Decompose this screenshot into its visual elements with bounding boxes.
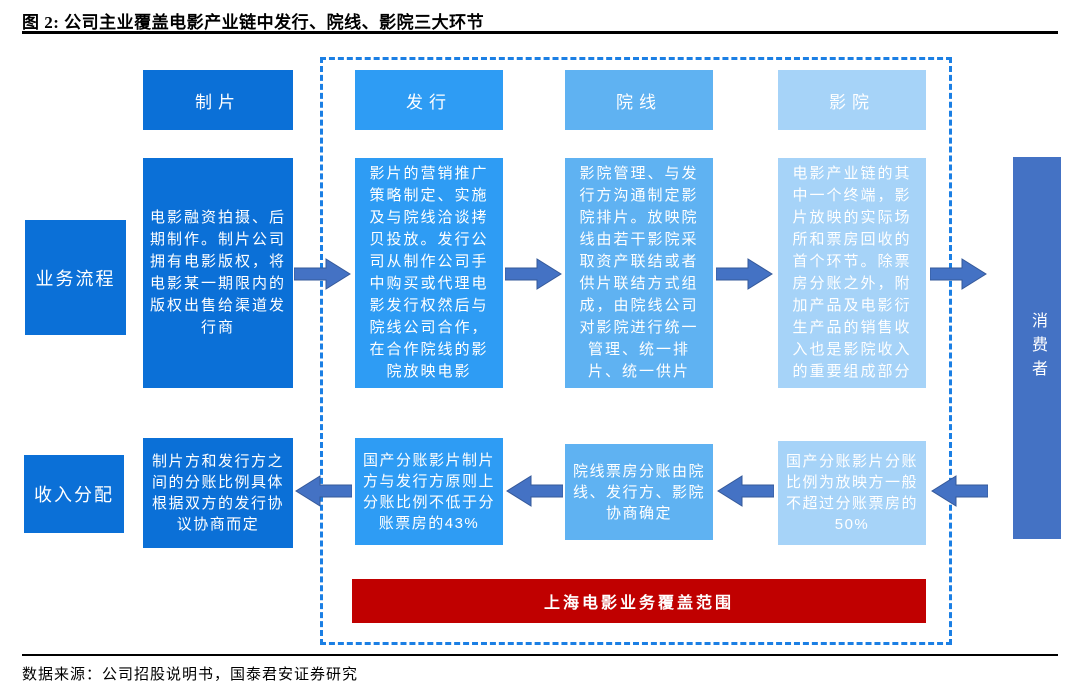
revenue-box-cinema-chain: 院线票房分账由院线、发行方、影院协商确定 (565, 444, 713, 540)
arrow-right-icon (294, 256, 352, 292)
process-box-distribution: 影片的营销推广策略制定、实施及与院线洽谈拷贝投放。发行公司从制作公司手中购买或代… (355, 158, 503, 388)
arrow-right-icon (930, 256, 988, 292)
row-label-business-process: 业务流程 (25, 220, 126, 335)
process-box-theater: 电影产业链的其中一个终端，影片放映的实际场所和票房回收的首个环节。除票房分账之外… (778, 158, 926, 388)
coverage-banner: 上海电影业务覆盖范围 (352, 579, 926, 623)
title-divider (22, 31, 1058, 34)
source-divider (22, 654, 1058, 656)
arrow-right-icon (716, 256, 774, 292)
figure-title: 图 2: 公司主业覆盖电影产业链中发行、院线、影院三大环节 (22, 13, 485, 32)
consumer-label: 消费者 (1029, 312, 1046, 384)
arrow-left-icon (716, 473, 774, 509)
revenue-box-distribution: 国产分账影片制片方与发行方原则上分账比例不低于分账票房的43% (355, 438, 503, 545)
arrow-left-icon (294, 473, 352, 509)
revenue-box-production: 制片方和发行方之间的分账比例具体根据双方的发行协议协商而定 (143, 438, 293, 548)
arrow-left-icon (505, 473, 563, 509)
column-header-distribution: 发行 (355, 70, 503, 130)
arrow-left-icon (930, 473, 988, 509)
column-header-theater: 影院 (778, 70, 926, 130)
row-label-revenue-split: 收入分配 (24, 455, 124, 533)
process-box-production: 电影融资拍摄、后期制作。制片公司拥有电影版权，将电影某一期限内的版权出售给渠道发… (143, 158, 293, 388)
column-header-production: 制片 (143, 70, 293, 130)
source-note: 数据来源：公司招股说明书，国泰君安证券研究 (22, 667, 359, 683)
coverage-dashed-frame (320, 57, 952, 645)
process-box-cinema-chain: 影院管理、与发行方沟通制定影院排片。放映院线由若干影院采取资产联结或者供片联结方… (565, 158, 713, 388)
consumer-box: 消费者 (1013, 157, 1061, 539)
column-header-cinema-chain: 院线 (565, 70, 713, 130)
revenue-box-theater: 国产分账影片分账比例为放映方一般不超过分账票房的50% (778, 441, 926, 545)
arrow-right-icon (505, 256, 563, 292)
